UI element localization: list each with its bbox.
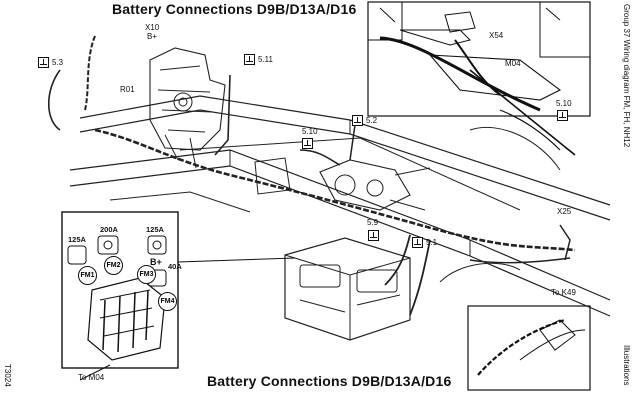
ref-b-plus-top: B+ <box>147 32 158 41</box>
ground-icon <box>412 237 423 248</box>
ground-ref-5-3: 5.3 <box>52 58 64 67</box>
fuse-fm2: FM2 <box>104 256 123 275</box>
ground-icon <box>302 138 313 149</box>
ground-icon <box>352 115 363 126</box>
ref-m04: M04 <box>505 59 521 68</box>
ground-ref-5-9: 5.9 <box>367 218 379 227</box>
ref-x25: X25 <box>557 207 572 216</box>
fuse-rating-125a-left: 125A <box>68 235 86 244</box>
fuse-fm3: FM3 <box>137 265 156 284</box>
fuel-tank <box>254 157 291 195</box>
page-title-top: Battery Connections D9B/D13A/D16 <box>112 1 357 17</box>
ground-ref-5-10-a: 5.10 <box>302 127 318 136</box>
fuse-fm4: FM4 <box>158 292 177 311</box>
fuse-b-plus: B+ <box>150 257 162 267</box>
ground-icon <box>557 110 568 121</box>
ref-x54: X54 <box>489 31 504 40</box>
ref-to-k49: To K49 <box>551 288 576 297</box>
fuse-rating-125a-right: 125A <box>146 225 164 234</box>
ground-ref-5-10-b: 5.10 <box>556 99 572 108</box>
detail-inset-top-right <box>367 1 591 117</box>
frame-rail-lower <box>69 149 611 301</box>
ref-to-m04: To M04 <box>78 373 105 382</box>
side-figure-number: T3024 <box>3 364 12 387</box>
detail-inset-bottom-right <box>467 305 591 391</box>
main-harness <box>94 128 576 252</box>
side-group-caption: Group 37 Wiring diagram FM, FH, NH12 <box>622 4 631 148</box>
side-illustrations-caption: Illustrations <box>622 345 631 386</box>
ground-icon <box>368 230 379 241</box>
page-title-bottom: Battery Connections D9B/D13A/D16 <box>207 373 452 389</box>
ground-ref-5-2: 5.2 <box>366 116 378 125</box>
ground-ref-5-1: 5.1 <box>426 238 438 247</box>
frame-rail-upper <box>79 95 611 206</box>
fuse-panel-inset <box>61 211 179 369</box>
ground-icon <box>38 57 49 68</box>
engine-block <box>149 47 226 151</box>
ref-x10: X10 <box>145 23 160 32</box>
ref-r01: R01 <box>120 85 135 94</box>
fuse-fm1: FM1 <box>78 266 97 285</box>
fuse-rating-40a: 40A <box>168 262 182 271</box>
ground-ref-5-11: 5.11 <box>258 55 273 64</box>
fuse-rating-200a: 200A <box>100 225 118 234</box>
battery-box <box>284 237 411 341</box>
ground-icon <box>244 54 255 65</box>
